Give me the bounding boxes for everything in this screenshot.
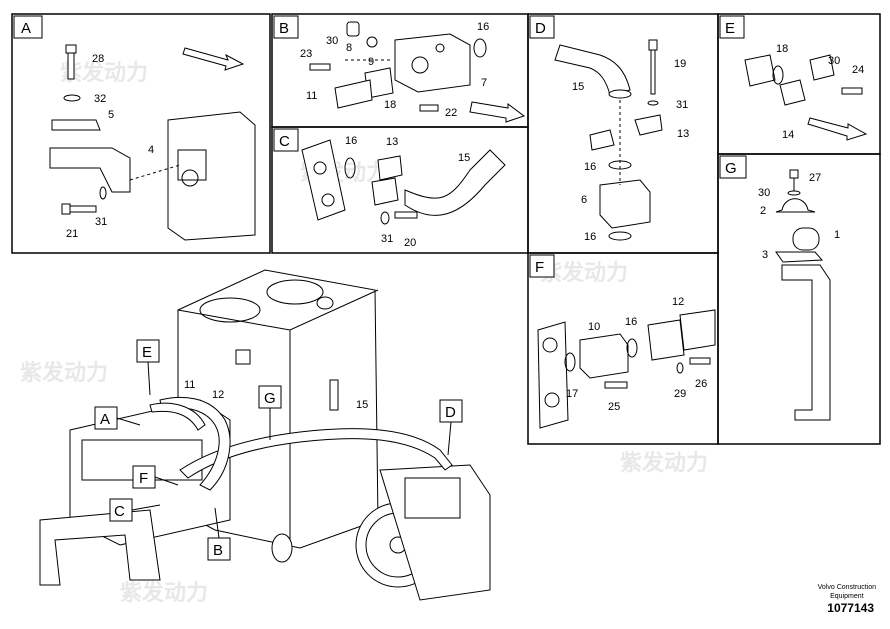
label-10: 10 xyxy=(588,321,600,333)
watermark-cn: 紫发动力 xyxy=(20,360,108,385)
label-9: 9 xyxy=(368,56,374,68)
panel-e: E 18 30 24 14 xyxy=(717,13,881,155)
label-17: 17 xyxy=(566,388,578,400)
credit-company: Volvo Construction Equipment xyxy=(818,583,876,601)
main-callout-a: A xyxy=(100,411,110,428)
label-21: 21 xyxy=(66,228,78,240)
label-30: 30 xyxy=(326,35,338,47)
label-5: 5 xyxy=(108,109,114,121)
label-13: 13 xyxy=(677,128,689,140)
label-31: 31 xyxy=(381,233,393,245)
label-28: 28 xyxy=(92,53,104,65)
label-32: 32 xyxy=(94,93,106,105)
drawing-number: 1077143 xyxy=(827,601,874,615)
main-callout-e: E xyxy=(142,344,152,361)
panel-b-letter: B xyxy=(279,20,289,37)
label-16: 16 xyxy=(584,161,596,173)
watermark-cn: 紫发动力 xyxy=(120,580,208,605)
main-callout-d: D xyxy=(445,404,456,421)
main-label-12: 12 xyxy=(212,389,224,401)
main-callout-g: G xyxy=(264,390,276,407)
label-30: 30 xyxy=(758,187,770,199)
label-6: 6 xyxy=(581,194,587,206)
label-23: 23 xyxy=(300,48,312,60)
credit-line1: Volvo Construction xyxy=(817,584,876,591)
watermark-cn: 紫发动力 xyxy=(540,260,628,285)
label-19: 19 xyxy=(674,58,686,70)
label-29: 29 xyxy=(674,388,686,400)
panel-c-letter: C xyxy=(279,133,290,150)
label-30: 30 xyxy=(828,55,840,67)
watermark-cn: 紫发动力 xyxy=(620,450,708,475)
label-22: 22 xyxy=(445,107,457,119)
panel-d: D 15 19 31 13 16 6 16 xyxy=(527,13,719,254)
watermark: 紫发动力 紫发动力 紫发动力 紫发动力 紫发动力 紫发动力 xyxy=(20,60,708,605)
main-callout-b: B xyxy=(213,542,223,559)
label-16: 16 xyxy=(477,21,489,33)
label-18: 18 xyxy=(384,99,396,111)
label-13: 13 xyxy=(386,136,398,148)
label-7: 7 xyxy=(481,77,487,89)
panel-f: F 12 10 16 17 25 29 26 xyxy=(527,252,719,445)
panel-b: B 16 23 30 8 9 7 11 18 22 xyxy=(271,13,529,128)
label-3: 3 xyxy=(762,249,768,261)
panel-e-letter: E xyxy=(725,20,735,37)
main-callout-c: C xyxy=(114,503,125,520)
main-label-11: 11 xyxy=(184,379,195,391)
panel-c: C 16 13 15 31 20 xyxy=(271,126,529,254)
main-label-15: 15 xyxy=(356,399,368,411)
watermark-cn: 紫发动力 xyxy=(60,60,148,85)
label-18: 18 xyxy=(776,43,788,55)
label-31: 31 xyxy=(95,216,107,228)
main-callout-f: F xyxy=(139,470,148,487)
label-25: 25 xyxy=(608,401,620,413)
main-assembly: E A F C B G D 11 12 15 xyxy=(39,269,491,601)
label-14: 14 xyxy=(782,129,794,141)
label-16: 16 xyxy=(625,316,637,328)
label-27: 27 xyxy=(809,172,821,184)
label-1: 1 xyxy=(834,229,840,241)
panel-g-letter: G xyxy=(725,160,737,177)
label-16: 16 xyxy=(584,231,596,243)
label-2: 2 xyxy=(760,205,766,217)
label-16: 16 xyxy=(345,135,357,147)
panel-g: G 27 30 2 1 3 xyxy=(717,153,881,445)
panel-f-letter: F xyxy=(535,259,544,276)
label-8: 8 xyxy=(346,42,352,54)
panel-a: A 28 32 5 4 21 31 xyxy=(11,13,271,254)
panel-a-letter: A xyxy=(21,20,31,37)
label-20: 20 xyxy=(404,237,416,249)
label-15: 15 xyxy=(458,152,470,164)
label-4: 4 xyxy=(148,144,154,156)
label-31: 31 xyxy=(676,99,688,111)
label-24: 24 xyxy=(852,64,864,76)
label-11: 11 xyxy=(306,90,317,102)
label-12: 12 xyxy=(672,296,684,308)
label-26: 26 xyxy=(695,378,707,390)
credit-line2: Equipment xyxy=(830,593,864,600)
label-15: 15 xyxy=(572,81,584,93)
panel-d-letter: D xyxy=(535,20,546,37)
